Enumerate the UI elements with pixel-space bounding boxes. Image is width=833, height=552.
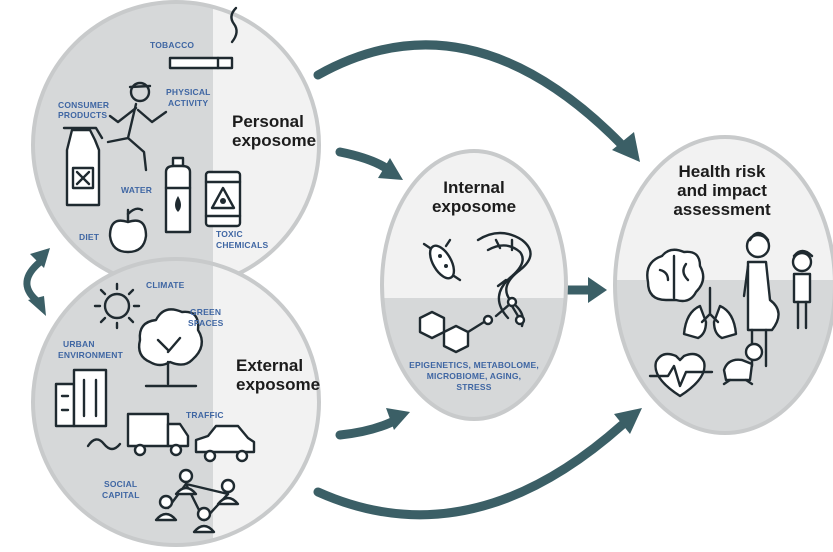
- label-urban-environment-2: ENVIRONMENT: [58, 350, 124, 360]
- brain-icon: [646, 248, 705, 303]
- water-bottle-icon: [164, 156, 192, 234]
- label-consumer-products-2: PRODUCTS: [58, 110, 107, 120]
- arrow-external-to-health: [313, 420, 627, 520]
- external-exposome-circle: CLIMATE GREEN SPACES URBAN ENVIRONMENT T…: [31, 257, 321, 547]
- arrow-personal-to-internal: [335, 147, 391, 173]
- label-traffic: TRAFFIC: [186, 410, 224, 420]
- label-green-spaces-2: SPACES: [188, 318, 224, 328]
- label-social-capital-2: CAPITAL: [102, 490, 140, 500]
- internal-caption-3: STRESS: [456, 382, 491, 392]
- arrowhead-external-to-health: [614, 408, 642, 434]
- label-urban-environment-1: URBAN: [63, 339, 95, 349]
- arrowhead-internal-to-health: [588, 277, 607, 303]
- internal-caption-1: EPIGENETICS, METABOLOME,: [409, 360, 539, 370]
- label-green-spaces-1: GREEN: [190, 307, 221, 317]
- spray-bottle-icon: [62, 126, 104, 207]
- lungs-icon: [682, 286, 738, 340]
- bacterium-icon: [422, 238, 462, 282]
- arrowhead-personal-to-health: [612, 132, 640, 162]
- internal-exposome-title-1: Internal: [443, 178, 504, 197]
- label-diet: DIET: [79, 232, 100, 242]
- label-toxic-chemicals-1: TOXIC: [216, 229, 243, 239]
- apple-icon: [108, 207, 148, 254]
- health-title-1: Health risk: [679, 162, 766, 181]
- label-tobacco: TOBACCO: [150, 40, 194, 50]
- health-title-2: and impact: [677, 181, 767, 200]
- runner-icon: [106, 81, 168, 172]
- health-risk-ellipse: Health risk and impact assessment: [613, 135, 833, 435]
- dna-icon: [476, 231, 532, 328]
- flow-arrows: [23, 40, 642, 520]
- arrow-personal-to-health: [313, 40, 627, 150]
- internal-caption-2: MICROBIOME, AGING,: [427, 371, 521, 381]
- baby-icon: [722, 342, 764, 386]
- health-title-3: assessment: [673, 200, 771, 219]
- arrowhead-personal-to-internal: [378, 158, 403, 180]
- arrow-bidirectional-personal-external: [23, 258, 44, 304]
- internal-exposome-ellipse: Internal exposome: [380, 149, 568, 421]
- label-social-capital-1: SOCIAL: [104, 479, 137, 489]
- external-exposome-title-1: External: [236, 356, 303, 375]
- label-climate: CLIMATE: [146, 280, 185, 290]
- molecule-icon: [418, 296, 526, 354]
- truck-icon: [86, 412, 190, 457]
- label-water: WATER: [121, 185, 152, 195]
- internal-exposome-title-2: exposome: [432, 197, 516, 216]
- arrowhead-up: [30, 248, 50, 268]
- label-physical-activity-1: PHYSICAL: [166, 87, 211, 97]
- social-network-icon: [154, 468, 240, 534]
- label-consumer-products-1: CONSUMER: [58, 100, 109, 110]
- arrow-external-to-internal: [335, 417, 397, 440]
- car-icon: [194, 424, 256, 463]
- arrowhead-external-to-internal: [386, 408, 410, 430]
- sun-icon: [93, 282, 141, 330]
- cigarette-icon: [168, 6, 238, 70]
- label-physical-activity-2: ACTIVITY: [168, 98, 208, 108]
- child-icon: [791, 249, 814, 330]
- buildings-icon: [54, 368, 108, 428]
- tree-icon: [137, 308, 204, 388]
- personal-exposome-title-2: exposome: [232, 131, 316, 150]
- pregnant-woman-icon: [742, 231, 780, 368]
- heart-icon: [648, 352, 714, 398]
- external-exposome-title-2: exposome: [236, 375, 320, 394]
- toxic-barrel-icon: [204, 170, 242, 228]
- personal-exposome-title-1: Personal: [232, 112, 304, 131]
- label-toxic-chemicals-2: CHEMICALS: [216, 240, 268, 250]
- arrowhead-down: [28, 296, 46, 316]
